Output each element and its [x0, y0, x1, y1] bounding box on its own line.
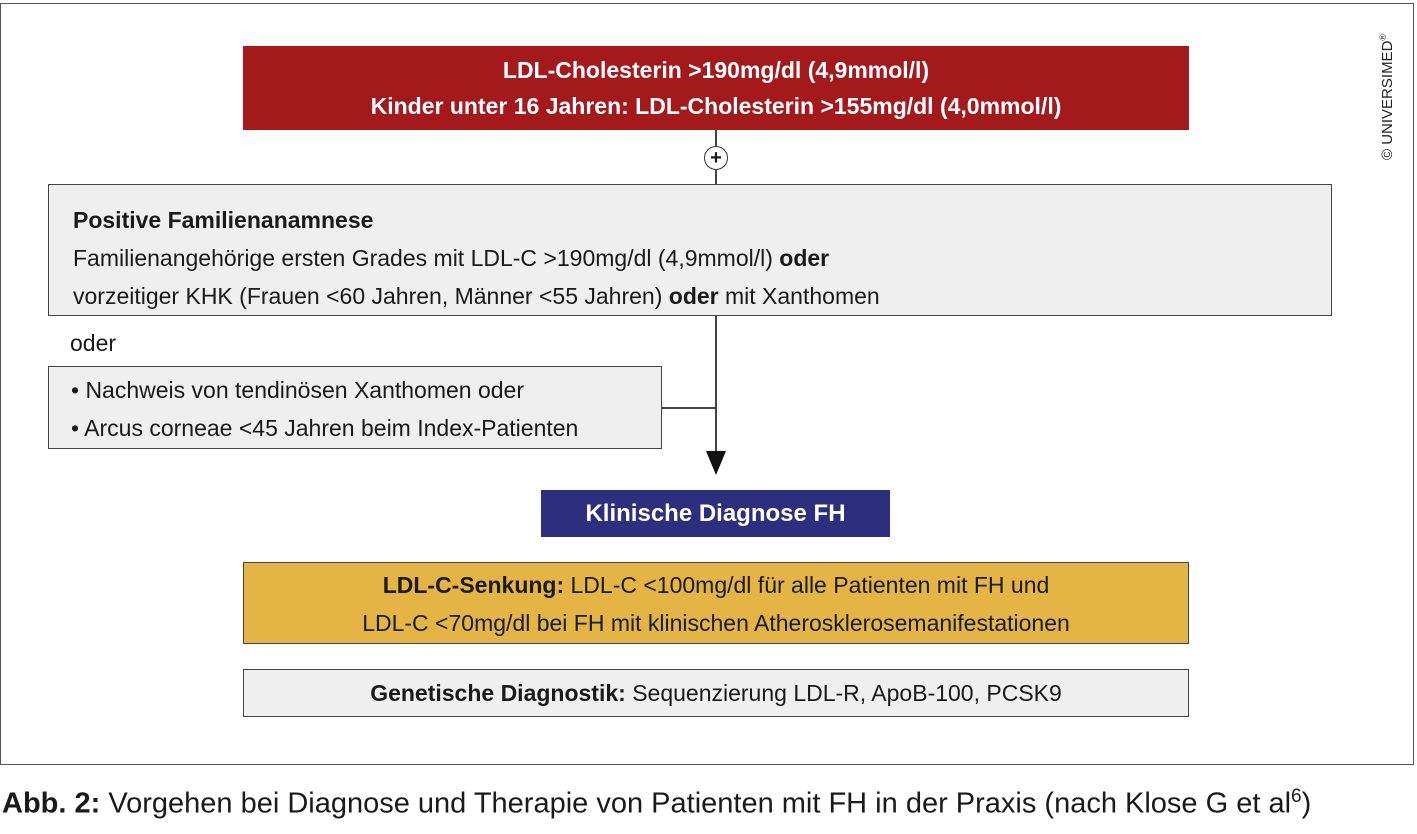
ldl-threshold-line1: LDL-Cholesterin >190mg/dl (4,9mmol/l)	[502, 57, 930, 83]
clinical-sign-item: • Arcus corneae <45 Jahren beim Index-Pa…	[71, 415, 579, 441]
ldl-threshold-line2: Kinder unter 16 Jahren: LDL-Cholesterin …	[370, 93, 1062, 119]
plus-icon: +	[704, 146, 728, 170]
family-history-line1: Familienangehörige ersten Grades mit LDL…	[73, 245, 830, 271]
connector-bullets-to-main	[662, 407, 716, 409]
arrow-down-icon	[706, 451, 726, 475]
ldl-lowering-box: LDL-C-Senkung: LDL-C <100mg/dl für alle …	[243, 562, 1189, 644]
ldl-threshold-box: LDL-Cholesterin >190mg/dl (4,9mmol/l) Ki…	[243, 46, 1189, 130]
ldl-lowering-line1: LDL-C-Senkung: LDL-C <100mg/dl für alle …	[382, 572, 1050, 598]
clinical-signs-box: • Nachweis von tendinösen Xanthomen oder…	[48, 366, 662, 449]
clinical-diagnosis-box: Klinische Diagnose FH	[541, 490, 890, 537]
diagram-frame	[0, 3, 1414, 765]
connector-header-to-plus	[715, 130, 717, 146]
or-label: oder	[70, 330, 117, 356]
copyright-notice: © UNIVERSIMED®	[1378, 33, 1396, 160]
connector-family-to-arrow	[715, 316, 717, 452]
family-history-title: Positive Familienanamnese	[73, 207, 374, 233]
clinical-diagnosis-label: Klinische Diagnose FH	[585, 499, 846, 527]
family-history-line2: vorzeitiger KHK (Frauen <60 Jahren, Männ…	[73, 283, 880, 309]
ldl-lowering-line2: LDL-C <70mg/dl bei FH mit klinischen Ath…	[362, 610, 1070, 636]
genetic-diagnostics-text: Genetische Diagnostik: Sequenzierung LDL…	[370, 679, 1062, 706]
genetic-diagnostics-box: Genetische Diagnostik: Sequenzierung LDL…	[243, 669, 1189, 717]
connector-plus-to-family	[715, 170, 717, 184]
clinical-sign-item: • Nachweis von tendinösen Xanthomen oder	[71, 377, 525, 403]
family-history-box: Positive Familienanamnese Familienangehö…	[48, 184, 1332, 316]
figure-caption: Abb. 2: Vorgehen bei Diagnose und Therap…	[2, 786, 1312, 820]
